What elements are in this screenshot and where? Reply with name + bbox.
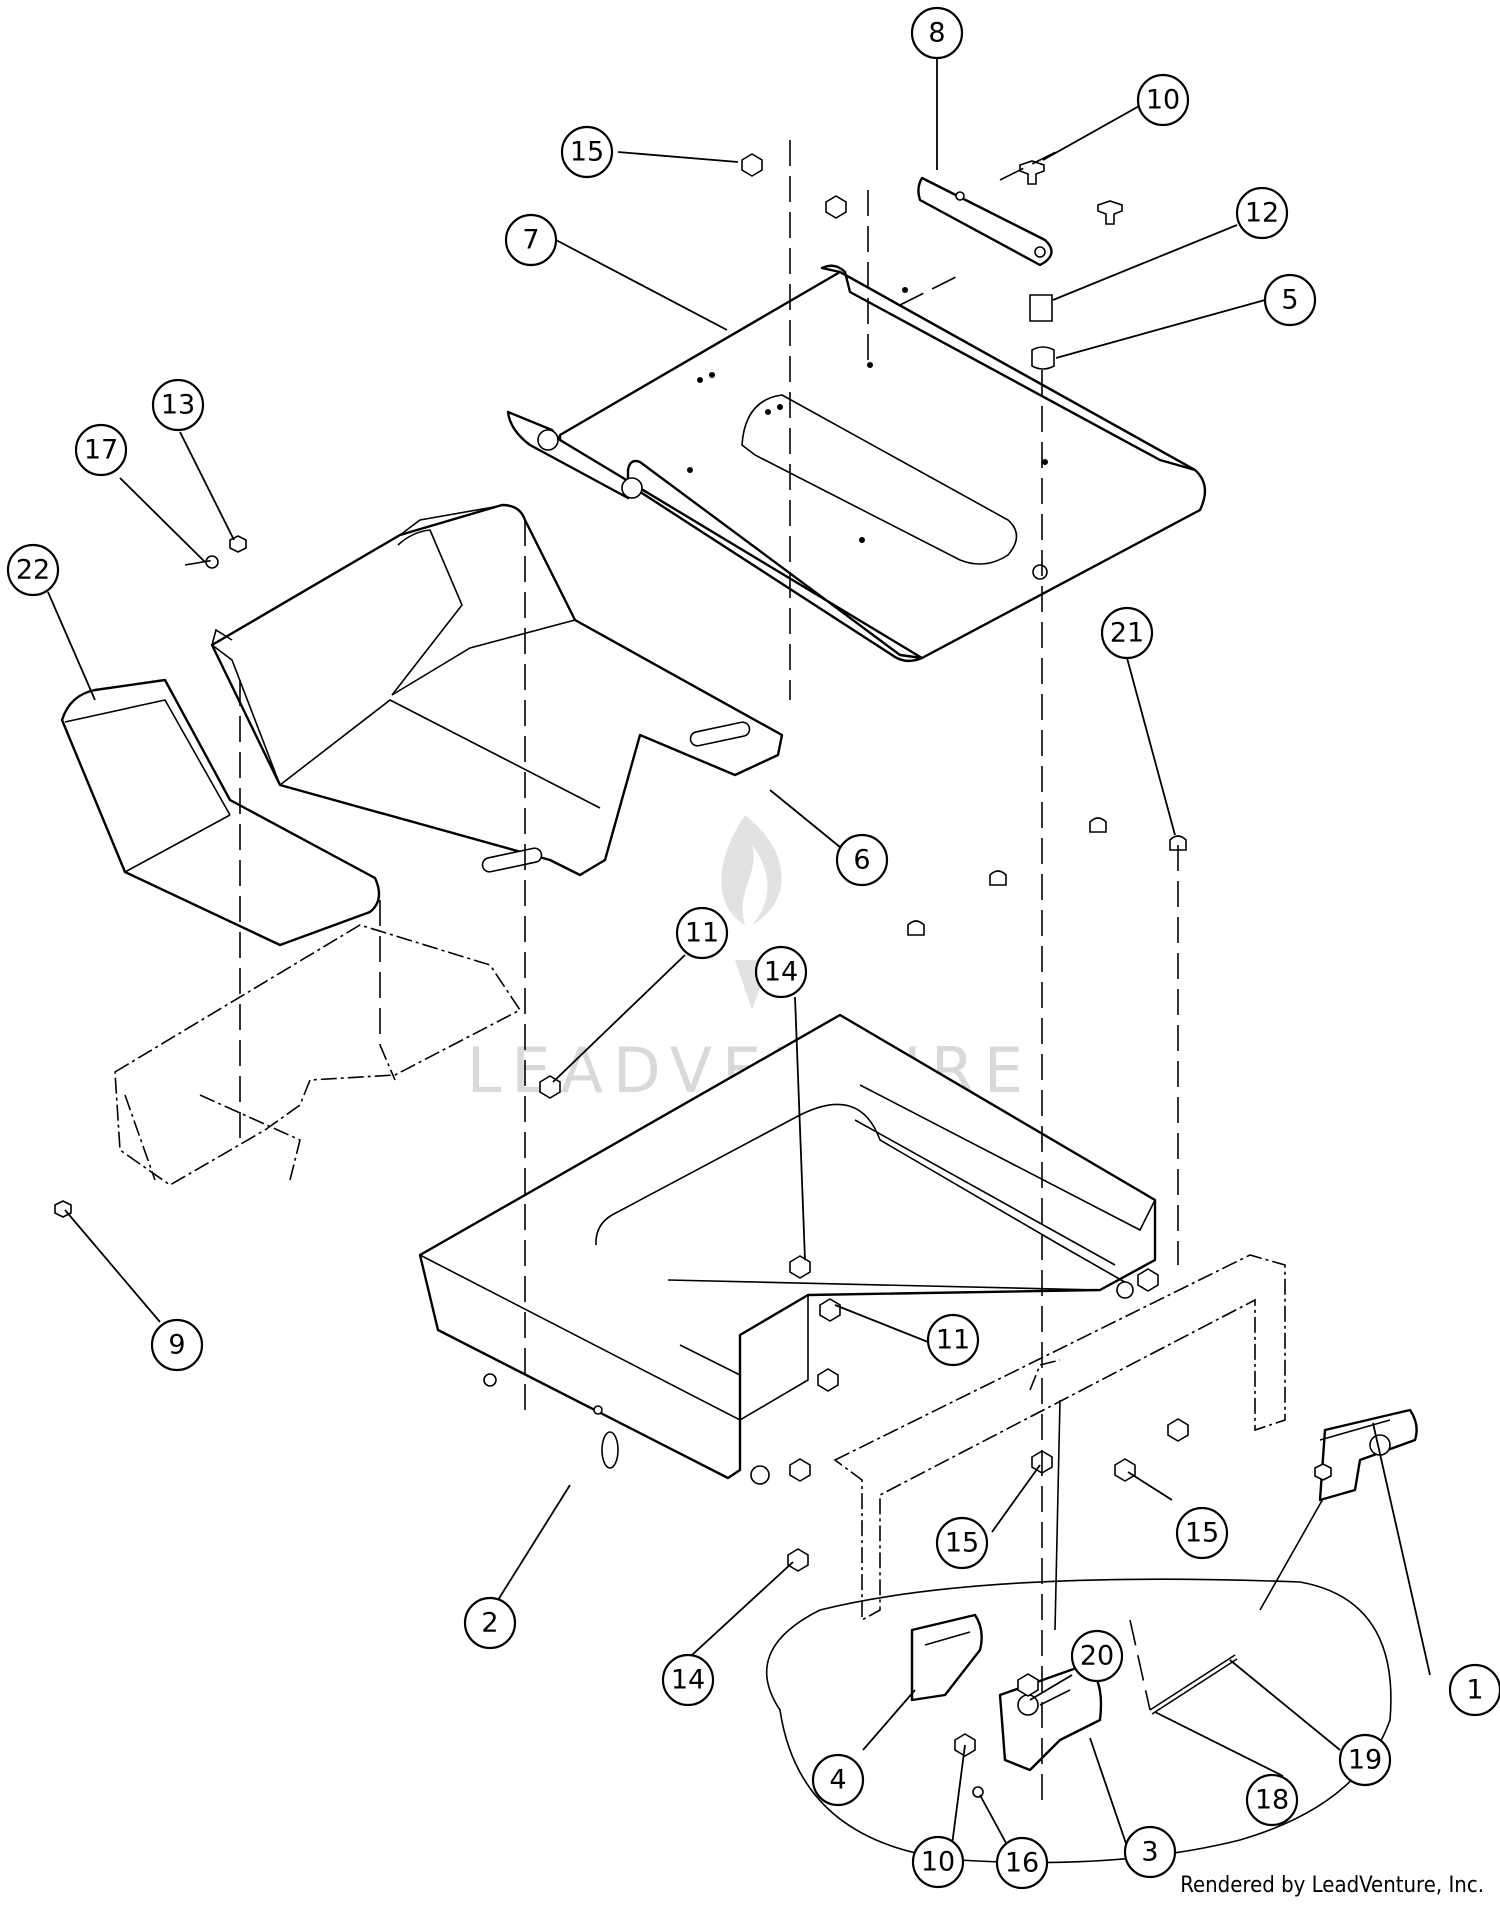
svg-text:12: 12	[1245, 198, 1279, 229]
svg-text:11: 11	[685, 918, 719, 949]
callout-6: 6	[835, 833, 889, 887]
callout-12: 12	[1235, 186, 1289, 240]
svg-text:13: 13	[161, 390, 195, 421]
svg-text:19: 19	[1348, 1745, 1382, 1776]
part-19-pin	[1149, 1654, 1238, 1715]
part-2-base-frame	[418, 1013, 1157, 1485]
hardware-top	[741, 153, 1123, 370]
hardware-misc	[54, 535, 1189, 1798]
callout-13: 13	[151, 378, 205, 432]
svg-text:3: 3	[1141, 1837, 1158, 1868]
svg-text:15: 15	[945, 1528, 979, 1559]
part-1-latch	[1314, 1408, 1418, 1502]
callout-16: 16	[995, 1836, 1049, 1890]
svg-text:8: 8	[928, 18, 945, 49]
svg-text:4: 4	[829, 1765, 846, 1796]
svg-text:10: 10	[1146, 85, 1180, 116]
part-3-latch-body	[998, 1663, 1103, 1772]
callout-9: 9	[150, 1318, 204, 1372]
svg-text:9: 9	[168, 1330, 185, 1361]
svg-text:11: 11	[936, 1325, 970, 1356]
callout-14: 14	[754, 945, 808, 999]
ghost-bracket-left	[114, 924, 522, 1186]
svg-text:2: 2	[481, 1608, 498, 1639]
ghost-frame-right	[833, 1254, 1286, 1622]
callout-21: 21	[1100, 606, 1154, 660]
svg-text:6: 6	[853, 845, 870, 876]
svg-text:22: 22	[16, 555, 50, 586]
svg-text:17: 17	[84, 435, 118, 466]
callout-8: 8	[910, 6, 964, 60]
credit-text: Rendered by LeadVenture, Inc.	[1180, 1873, 1484, 1898]
callout-10: 10	[911, 1835, 965, 1889]
callout-18: 18	[1245, 1773, 1299, 1827]
part-22-cover	[60, 678, 381, 947]
callout-1: 1	[1448, 1663, 1500, 1717]
svg-text:18: 18	[1255, 1785, 1289, 1816]
callout-2: 2	[463, 1596, 517, 1650]
callout-19: 19	[1338, 1733, 1392, 1787]
svg-text:14: 14	[671, 1665, 705, 1696]
leader-lines	[47, 58, 1431, 1879]
callout-15: 15	[560, 125, 614, 179]
svg-text:21: 21	[1110, 618, 1144, 649]
svg-text:5: 5	[1281, 285, 1298, 316]
callout-5: 5	[1263, 273, 1317, 327]
part-7-seat-plate	[506, 264, 1207, 663]
callout-17: 17	[74, 423, 128, 477]
part-6-seat-pan	[210, 503, 784, 877]
svg-text:10: 10	[921, 1847, 955, 1878]
alignment-lines	[184, 140, 1179, 1810]
part-8-bracket	[917, 176, 1053, 267]
callout-11: 11	[675, 906, 729, 960]
callout-14: 14	[661, 1653, 715, 1707]
svg-text:1: 1	[1466, 1675, 1483, 1706]
callout-15: 15	[935, 1516, 989, 1570]
svg-text:14: 14	[764, 957, 798, 988]
callout-22: 22	[6, 543, 60, 597]
part-4-plate	[910, 1613, 983, 1702]
callout-4: 4	[811, 1753, 865, 1807]
callout-20: 20	[1070, 1629, 1124, 1683]
callout-10: 10	[1136, 73, 1190, 127]
callout-3: 3	[1123, 1825, 1177, 1879]
svg-text:16: 16	[1005, 1848, 1039, 1879]
callout-7: 7	[504, 213, 558, 267]
callout-11: 11	[926, 1313, 980, 1367]
svg-text:20: 20	[1080, 1641, 1114, 1672]
svg-text:7: 7	[522, 225, 539, 256]
svg-text:15: 15	[570, 137, 604, 168]
svg-text:15: 15	[1185, 1518, 1219, 1549]
callout-15: 15	[1175, 1506, 1229, 1560]
